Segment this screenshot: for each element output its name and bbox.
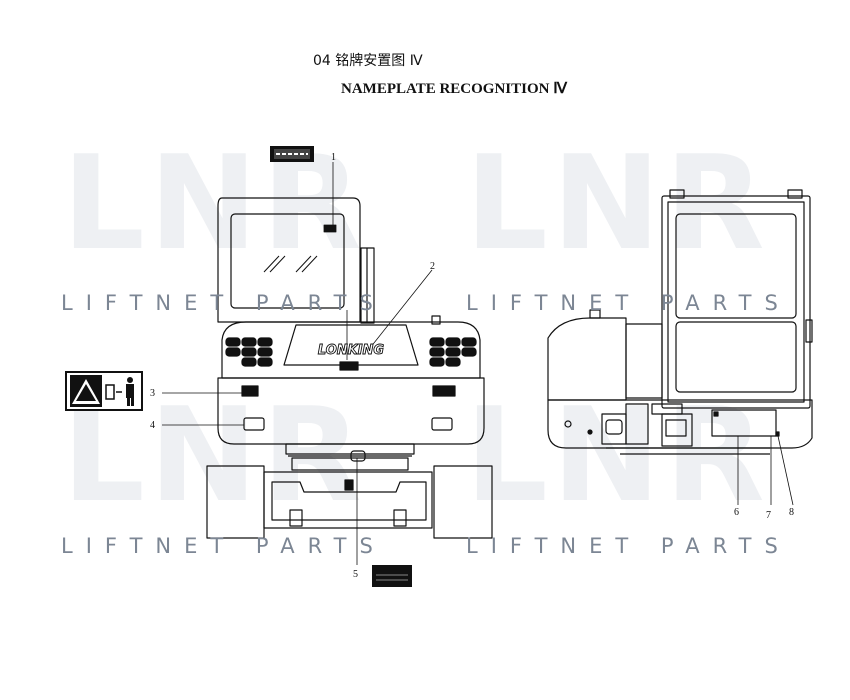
front-view (206, 197, 493, 539)
label-5-sample (372, 565, 412, 587)
callout-number-3: 3 (150, 388, 155, 399)
side-view (547, 189, 813, 455)
front-grille (283, 324, 419, 366)
watermark-text-upper-left: LIFTNET PARTS (61, 291, 386, 315)
plate-4-left (243, 417, 265, 431)
watermark-logo-top-right: LNR (465, 127, 769, 279)
watermark-text-lower-left: LIFTNET PARTS (61, 534, 386, 558)
page-title-english: NAMEPLATE RECOGNITION Ⅳ (341, 81, 568, 97)
plate-3-right (432, 385, 456, 397)
watermark-logo-bottom-left: LNR (62, 379, 366, 531)
watermark-text-lower-right: LIFTNET PARTS (466, 534, 791, 558)
watermark-text-upper-right: LIFTNET PARTS (466, 291, 791, 315)
callout-number-5: 5 (353, 569, 358, 580)
front-left-track (206, 465, 265, 539)
callout-number-4: 4 (150, 420, 155, 431)
front-right-track (433, 465, 493, 539)
front-undercarriage (263, 471, 433, 529)
front-windshield (230, 213, 345, 309)
label-1-sample (270, 146, 314, 162)
side-cab-frame (661, 195, 811, 409)
front-counterweight (217, 377, 485, 445)
left-vents (225, 337, 273, 367)
plate-3-left (241, 385, 259, 397)
side-engine-housing (547, 317, 627, 401)
front-turntable (285, 443, 415, 455)
front-hood (221, 321, 481, 379)
callout-number-6: 6 (734, 507, 739, 518)
right-vents (429, 337, 477, 367)
side-window-upper (675, 213, 797, 319)
brand-plate-text: LONKING (318, 343, 385, 358)
callout-leaders (162, 162, 794, 565)
callout-number-1: 1 (331, 152, 336, 163)
side-window-lower (675, 321, 797, 393)
side-nameplate-6 (711, 409, 777, 437)
side-lower-body (547, 399, 813, 449)
callout-number-2: 2 (430, 261, 435, 272)
callout-number-7: 7 (766, 510, 771, 521)
page-title-chinese: 04 铭牌安置图 Ⅳ (313, 53, 423, 69)
callout-number-8: 8 (789, 507, 794, 518)
plate-4-right (431, 417, 453, 431)
label-3-warning-sample (65, 371, 143, 411)
